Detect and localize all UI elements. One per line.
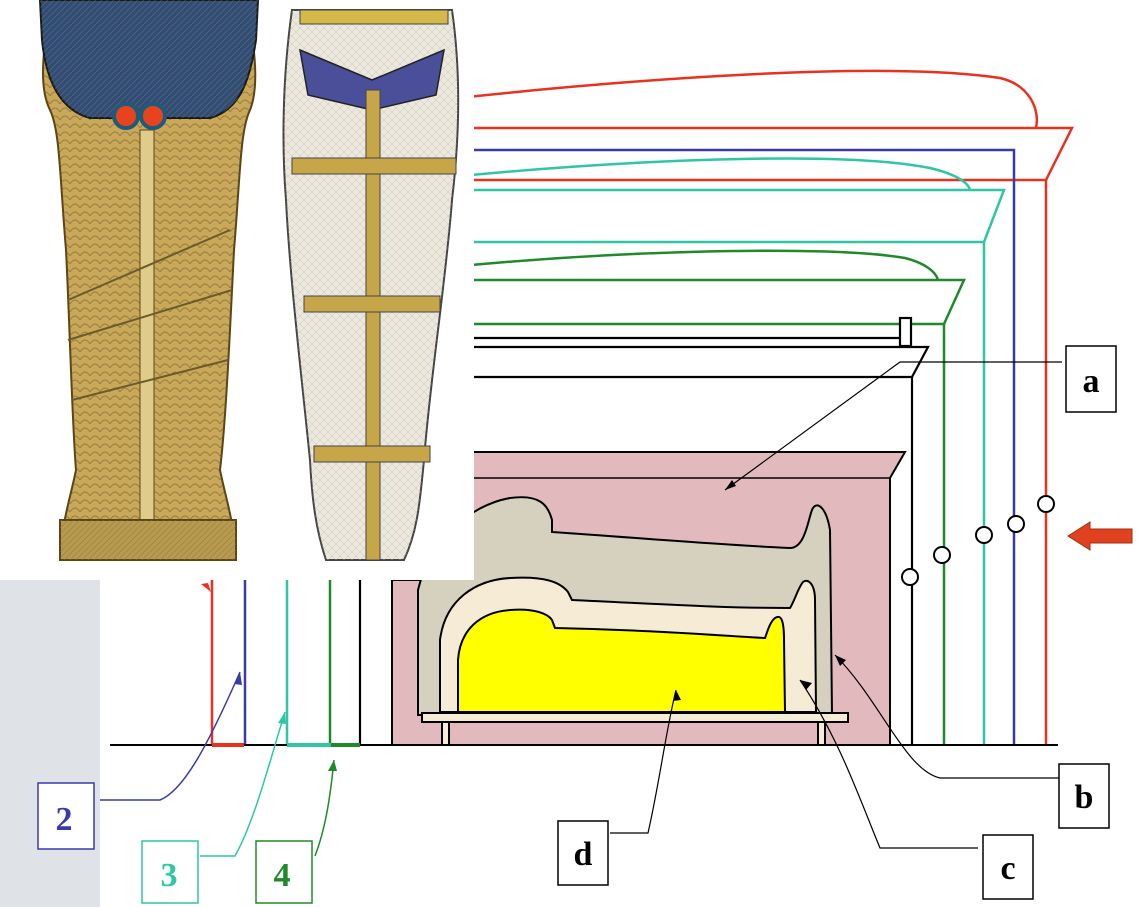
label-d-text: d bbox=[574, 836, 593, 873]
label-b: b bbox=[1059, 764, 1109, 828]
label-c: c bbox=[983, 835, 1033, 899]
label-d: d bbox=[558, 821, 608, 885]
floor-highlight-green bbox=[331, 743, 360, 747]
label-b-text: b bbox=[1075, 779, 1094, 816]
label-3-text: 3 bbox=[161, 857, 178, 894]
floor-highlight-red bbox=[212, 743, 244, 747]
label-2-text: 2 bbox=[56, 801, 73, 838]
label-c-text: c bbox=[1000, 850, 1015, 887]
label-4: 4 bbox=[256, 841, 312, 903]
floor-highlight-teal bbox=[287, 743, 331, 747]
label-a-text: a bbox=[1083, 363, 1100, 400]
label-3: 3 bbox=[142, 841, 198, 903]
label-a: a bbox=[1066, 346, 1116, 412]
label-2: 2 bbox=[38, 783, 94, 849]
label-4-text: 4 bbox=[274, 857, 291, 894]
illustration-inset bbox=[0, 0, 474, 580]
